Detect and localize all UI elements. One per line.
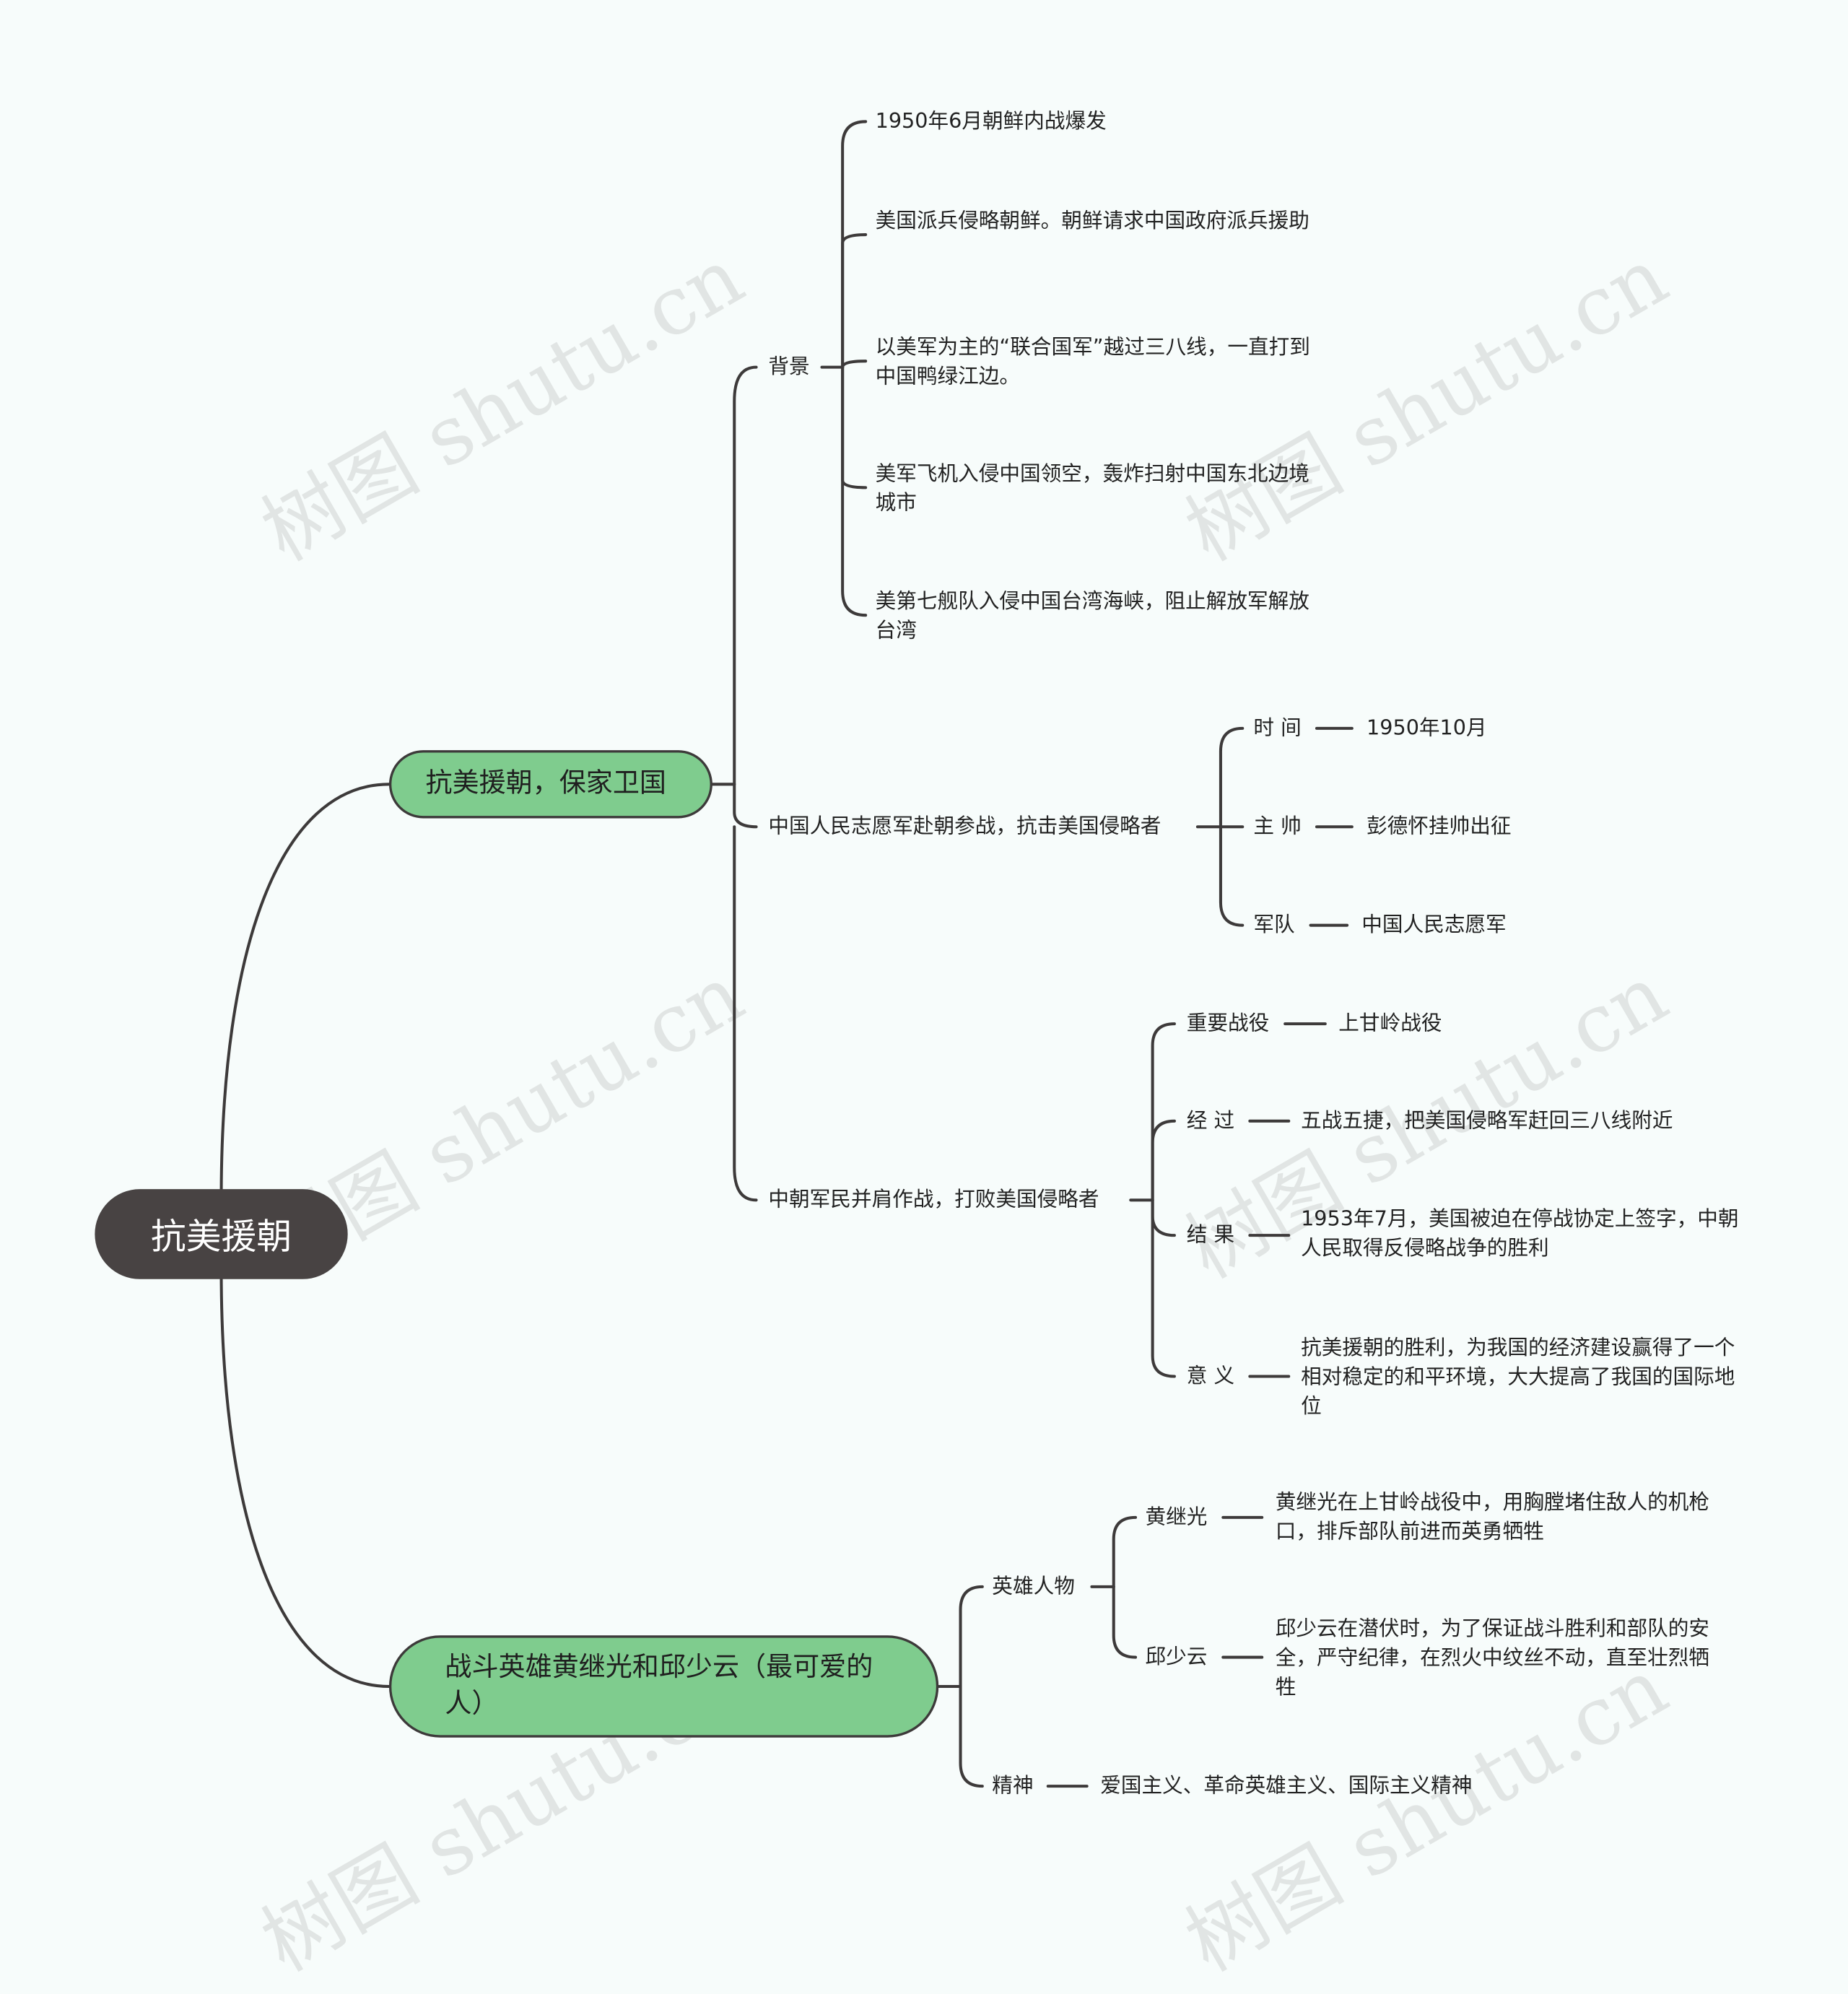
fight-result-label: 结 果 xyxy=(1186,1223,1235,1248)
hero-qiu-value: 邱少云在潜伏时，为了保证战斗胜利和部队的安全，严守纪律，在烈火中纹丝不动，直至壮… xyxy=(1275,1616,1709,1700)
cpv-army-label: 军队 xyxy=(1253,913,1295,938)
link-bg-item-2 xyxy=(841,233,868,369)
topic-label: 抗美援朝，保家卫国 xyxy=(425,768,666,799)
fight-process-label: 经 过 xyxy=(1186,1108,1235,1133)
link-heroes-huang xyxy=(1112,1515,1138,1588)
cpv-commander-value: 彭德怀挂帅出征 xyxy=(1367,814,1512,840)
link-fight-battle xyxy=(1151,1022,1176,1202)
hero-huang-value: 黄继光在上甘岭战役中，用胸膛堵住敌人的机枪口，排斥部队前进而英勇牺牲 xyxy=(1275,1490,1709,1544)
mind-map: 树图 shutu.cn 树图 shutu.cn 树图 shutu.cn 树图 s… xyxy=(95,109,1739,1990)
link-fight-meaning xyxy=(1151,1198,1176,1378)
link-topic1-cpv xyxy=(733,783,758,829)
link-root-topic2 xyxy=(219,1268,391,1689)
background-item-5: 美第七舰队入侵中国台湾海峡，阻止解放军解放台湾 xyxy=(875,589,1309,643)
hero-qiu-label: 邱少云 xyxy=(1145,1645,1208,1670)
link-bg-item-1 xyxy=(841,120,868,369)
spirit-value: 爱国主义、革命英雄主义、国际主义精神 xyxy=(1100,1774,1473,1798)
root-node[interactable]: 抗美援朝 xyxy=(95,1189,348,1279)
fight-meaning-value: 抗美援朝的胜利，为我国的经济建设赢得了一个相对稳定的和平环境，大大提高了我国的国… xyxy=(1301,1336,1735,1419)
background-item-1: 1950年6月朝鲜内战爆发 xyxy=(875,109,1107,134)
fight-battle-value: 上甘岭战役 xyxy=(1338,1011,1442,1036)
connector-lines xyxy=(219,120,1354,1788)
cpv-time-value: 1950年10月 xyxy=(1367,715,1487,741)
background-item-3: 以美军为主的“联合国军”越过三八线，一直打到中国鸭绿江边。 xyxy=(875,335,1310,389)
link-heroes-qiu xyxy=(1112,1585,1138,1659)
cpv-commander-label: 主 帅 xyxy=(1253,814,1302,840)
link-bg-item-5 xyxy=(841,365,868,617)
branch-background[interactable]: 背景 xyxy=(768,354,810,380)
branch-cpv-entry[interactable]: 中国人民志愿军赴朝参战，抗击美国侵略者 xyxy=(768,814,1161,840)
link-cpv-army xyxy=(1219,825,1245,927)
link-fight-result xyxy=(1151,1198,1176,1237)
link-bg-item-3 xyxy=(841,360,868,369)
fight-result-value: 1953年7月，美国被迫在停战协定上签字，中朝人民取得反侵略战争的胜利 xyxy=(1301,1207,1739,1261)
cpv-time-label: 时 间 xyxy=(1253,715,1302,741)
background-item-2: 美国派兵侵略朝鲜。朝鲜请求中国政府派兵援助 xyxy=(875,209,1309,234)
branch-spirit[interactable]: 精神 xyxy=(992,1774,1034,1798)
branch-heroes[interactable]: 英雄人物 xyxy=(992,1575,1075,1599)
fight-process-value: 五战五捷，把美国侵略军赶回三八线附近 xyxy=(1301,1108,1673,1133)
link-topic2-spirit xyxy=(959,1684,984,1788)
topic-label: 战斗英雄黄继光和邱少云（最可爱的人） xyxy=(445,1652,873,1720)
cpv-army-value: 中国人民志愿军 xyxy=(1361,913,1507,938)
hero-huang-label: 黄继光 xyxy=(1145,1505,1208,1530)
link-topic1-background xyxy=(733,365,758,786)
topic-node-defend-country[interactable]: 抗美援朝，保家卫国 xyxy=(388,750,712,819)
link-fight-process xyxy=(1151,1119,1176,1202)
link-bg-item-4 xyxy=(841,365,868,489)
fight-meaning-label: 意 义 xyxy=(1186,1364,1235,1389)
topic-node-heroes[interactable]: 战斗英雄黄继光和邱少云（最可爱的人） xyxy=(388,1635,939,1738)
link-topic2-heroes xyxy=(959,1585,984,1689)
link-root-topic1 xyxy=(219,783,391,1199)
link-topic1-fight xyxy=(733,825,758,1202)
branch-joint-fight[interactable]: 中朝军民并肩作战，打败美国侵略者 xyxy=(768,1188,1099,1213)
fight-battle-label: 重要战役 xyxy=(1186,1011,1270,1036)
link-cpv-time xyxy=(1219,726,1245,829)
background-item-4: 美军飞机入侵中国领空，轰炸扫射中国东北边境城市 xyxy=(875,461,1309,516)
